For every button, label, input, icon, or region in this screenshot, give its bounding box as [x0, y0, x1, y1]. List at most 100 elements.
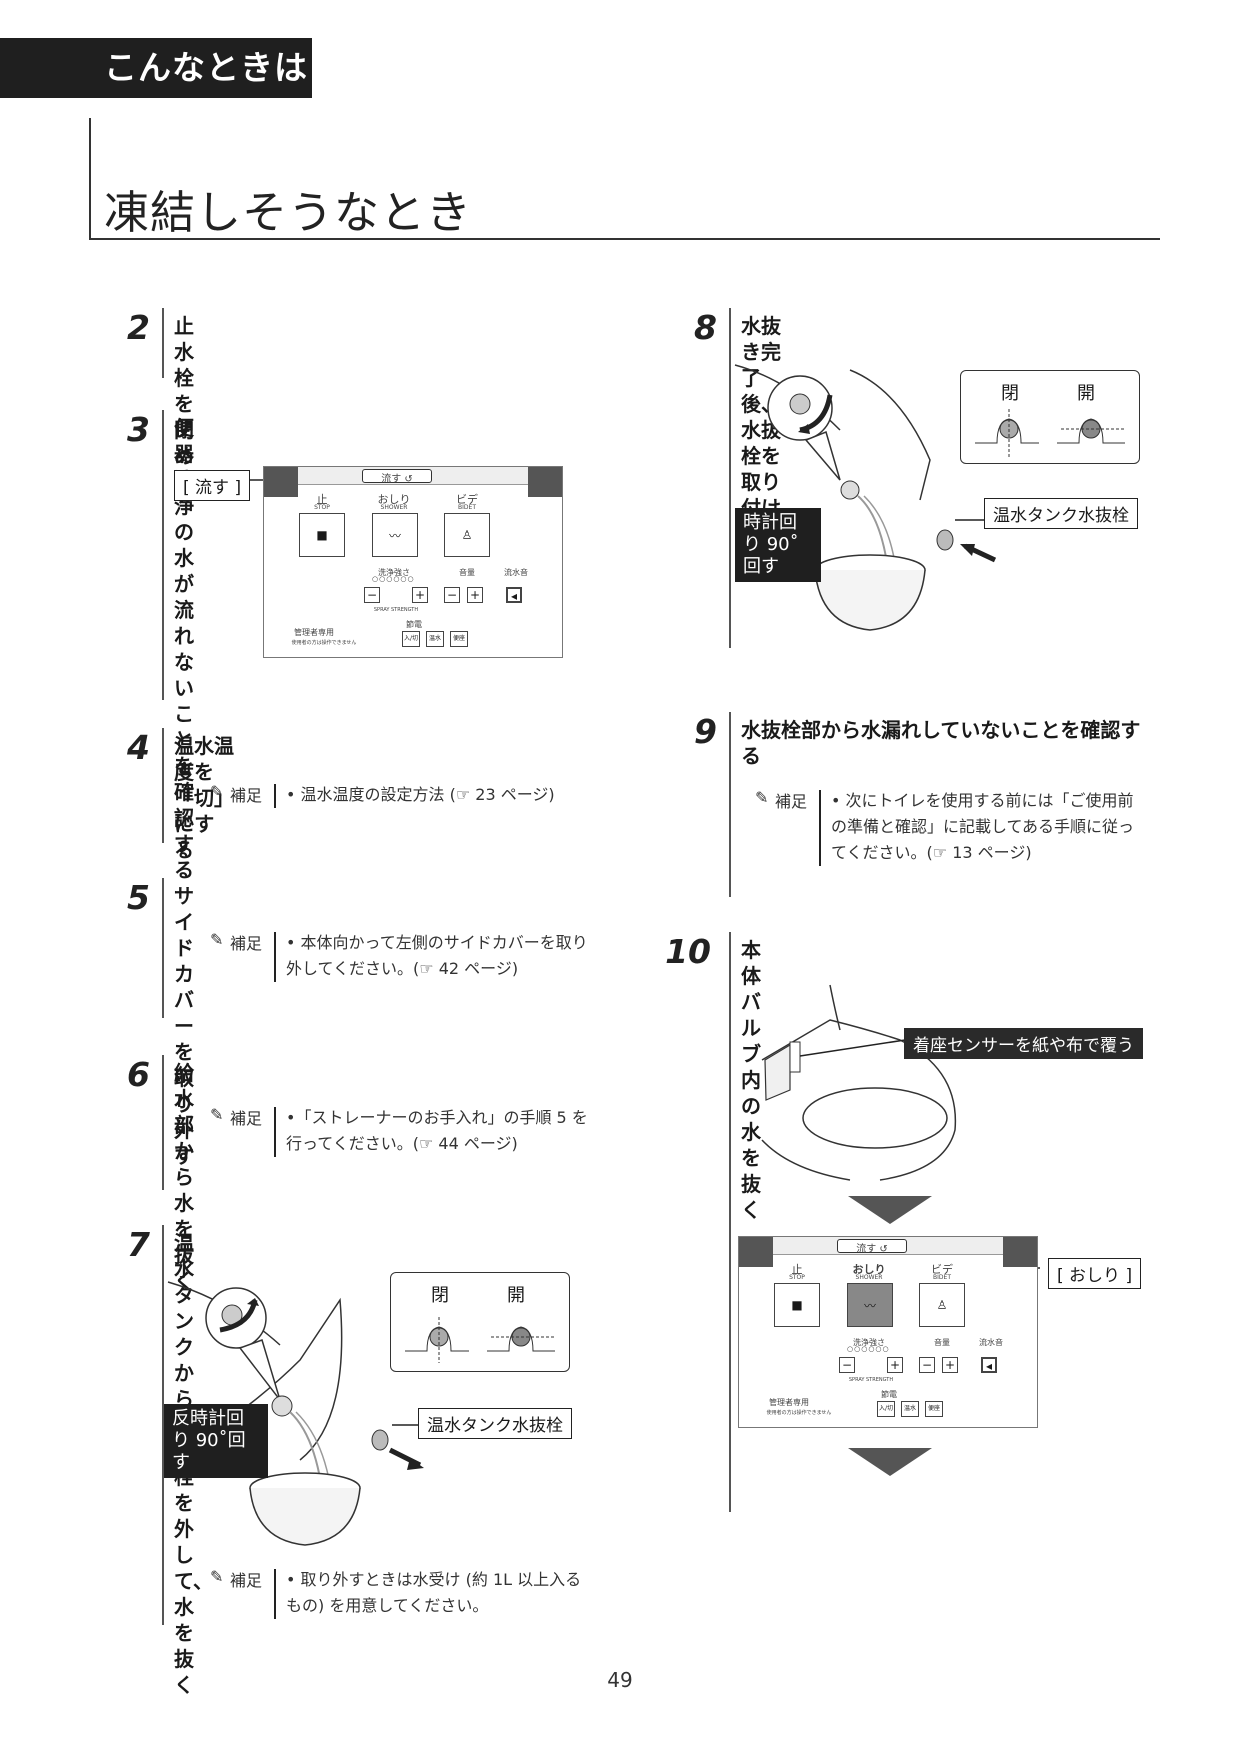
strength-minus-button[interactable]: − — [839, 1357, 855, 1373]
strength-plus-button[interactable]: + — [887, 1357, 903, 1373]
shower-label: おしり — [852, 1263, 886, 1276]
pencil-icon: ✎ — [210, 1105, 224, 1124]
step-number: 8 — [694, 308, 717, 347]
step-rule — [162, 308, 164, 378]
rotate-cw-label: 時計回り 90˚回す — [735, 508, 821, 582]
temp-water-button[interactable]: 温水 — [901, 1401, 919, 1417]
page-title: 凍結しそうなとき — [104, 186, 473, 239]
remote-panel-flush: 流す ↺ 止 STOP おしり SHOWER ビデ BIDET ■ 〰 ♙ 洗浄… — [263, 466, 563, 658]
volume-minus-button[interactable]: − — [444, 587, 460, 603]
bidet-button[interactable]: ♙ — [919, 1283, 965, 1327]
step-heading: 水抜栓部から水漏れしていないことを確認する — [741, 718, 1141, 768]
step-number: 10 — [665, 932, 711, 971]
bidet-button[interactable]: ♙ — [444, 513, 490, 557]
step-rule — [162, 410, 164, 700]
step-number: 6 — [127, 1055, 150, 1094]
pencil-icon: ✎ — [755, 788, 769, 807]
volume-minus-button[interactable]: − — [919, 1357, 935, 1373]
arrow-down-icon — [848, 1196, 932, 1224]
sound-button[interactable]: ◂ — [506, 587, 522, 603]
pencil-icon: ✎ — [210, 930, 224, 949]
step-number: 9 — [694, 712, 717, 751]
note-label: 補足 — [230, 1109, 263, 1128]
closed-label: 閉 — [1001, 383, 1019, 404]
bidet-en: BIDET — [458, 504, 476, 511]
pencil-icon: ✎ — [210, 1567, 224, 1586]
pencil-icon: ✎ — [210, 782, 224, 801]
shower-en: SHOWER — [380, 504, 408, 511]
shower-en: SHOWER — [855, 1274, 883, 1281]
drain-plug-label-8: 温水タンク水抜栓 — [984, 498, 1138, 529]
step-rule — [729, 308, 731, 648]
step-heading: 本体バルブ内の水を抜く — [741, 938, 761, 1222]
note-label: 補足 — [230, 934, 263, 953]
strength-label: 洗浄強さ — [853, 1338, 885, 1347]
step-rule — [729, 712, 731, 897]
bidet-en: BIDET — [933, 1274, 951, 1281]
step-rule — [729, 932, 731, 1512]
stop-button[interactable]: ■ — [299, 513, 345, 557]
temp-seat-button[interactable]: 便座 — [450, 631, 468, 647]
flush-callout: [ 流す ] — [174, 470, 251, 501]
step-rule — [162, 1225, 164, 1625]
step-heading: 温水温度を「切」にする — [174, 734, 234, 862]
power-label: 節電 — [406, 620, 422, 629]
step-number: 3 — [127, 410, 150, 449]
note-label: 補足 — [230, 786, 263, 805]
step-rule — [162, 1055, 164, 1190]
shower-label: おしり — [377, 493, 411, 506]
admin-sub: 使用者の方は操作できません — [291, 640, 357, 646]
valve-states-inset-7: 閉 開 — [390, 1272, 570, 1372]
step-note: ✎ 補足 •「ストレーナーのお手入れ」の手順 5 を行ってください。(☞ 44 … — [210, 1105, 596, 1157]
closed-label: 閉 — [431, 1285, 449, 1306]
valve-states-inset-8: 閉 開 — [960, 370, 1140, 464]
step-note: ✎ 補足 • 次にトイレを使用する前には「ご使用前の準備と確認」に記載してある手… — [755, 788, 1149, 866]
step-note: ✎ 補足 • 本体向かって左側のサイドカバーを取り外してください。(☞ 42 ペ… — [210, 930, 596, 982]
strength-minus-button[interactable]: − — [364, 587, 380, 603]
volume-label: 音量 — [459, 568, 475, 577]
admin-sub: 使用者の方は操作できません — [766, 1410, 832, 1416]
section-tab: こんなときは — [0, 38, 312, 98]
rotate-ccw-label: 反時計回り 90˚回す — [164, 1404, 268, 1478]
step-rule — [162, 728, 164, 843]
onoff-button[interactable]: 入/切 — [402, 631, 420, 647]
step-heading: 給水部から水を抜く — [174, 1061, 194, 1293]
arrow-down-icon — [848, 1448, 932, 1476]
stop-button[interactable]: ■ — [774, 1283, 820, 1327]
strength-en: SPRAY STRENGTH — [373, 607, 419, 613]
stop-en: STOP — [314, 504, 330, 511]
shower-button[interactable]: 〰 — [372, 513, 418, 557]
step-number: 7 — [127, 1225, 150, 1264]
volume-plus-button[interactable]: + — [467, 587, 483, 603]
remote-panel-shower: 流す ↺ 止 STOP おしり SHOWER ビデ BIDET ■ 〰 ♙ 洗浄… — [738, 1236, 1038, 1428]
note-label: 補足 — [775, 792, 808, 811]
shower-button[interactable]: 〰 — [847, 1283, 893, 1327]
page-number: 49 — [607, 1668, 633, 1692]
power-label: 節電 — [881, 1390, 897, 1399]
step-number: 2 — [127, 308, 150, 347]
strength-en: SPRAY STRENGTH — [848, 1377, 894, 1383]
strength-plus-button[interactable]: + — [412, 587, 428, 603]
drain-plug-label-7: 温水タンク水抜栓 — [418, 1408, 572, 1439]
title-rule-vertical — [89, 118, 91, 240]
step-number: 4 — [127, 728, 150, 767]
stop-en: STOP — [789, 1274, 805, 1281]
temp-seat-button[interactable]: 便座 — [925, 1401, 943, 1417]
seat-sensor-label: 着座センサーを紙や布で覆う — [904, 1028, 1143, 1059]
sound-button[interactable]: ◂ — [981, 1357, 997, 1373]
flush-button[interactable]: 流す ↺ — [362, 469, 432, 485]
sound-label: 流水音 — [979, 1338, 1003, 1347]
admin-label: 管理者専用 — [294, 628, 334, 637]
onoff-button[interactable]: 入/切 — [877, 1401, 895, 1417]
flush-button[interactable]: 流す ↺ — [837, 1239, 907, 1255]
stop-label: 止 — [791, 1263, 803, 1276]
step-note: ✎ 補足 • 温水温度の設定方法 (☞ 23 ページ) — [210, 782, 596, 808]
stop-label: 止 — [316, 493, 328, 506]
sound-label: 流水音 — [504, 568, 528, 577]
temp-water-button[interactable]: 温水 — [426, 631, 444, 647]
bidet-label: ビデ — [456, 493, 478, 506]
volume-plus-button[interactable]: + — [942, 1357, 958, 1373]
